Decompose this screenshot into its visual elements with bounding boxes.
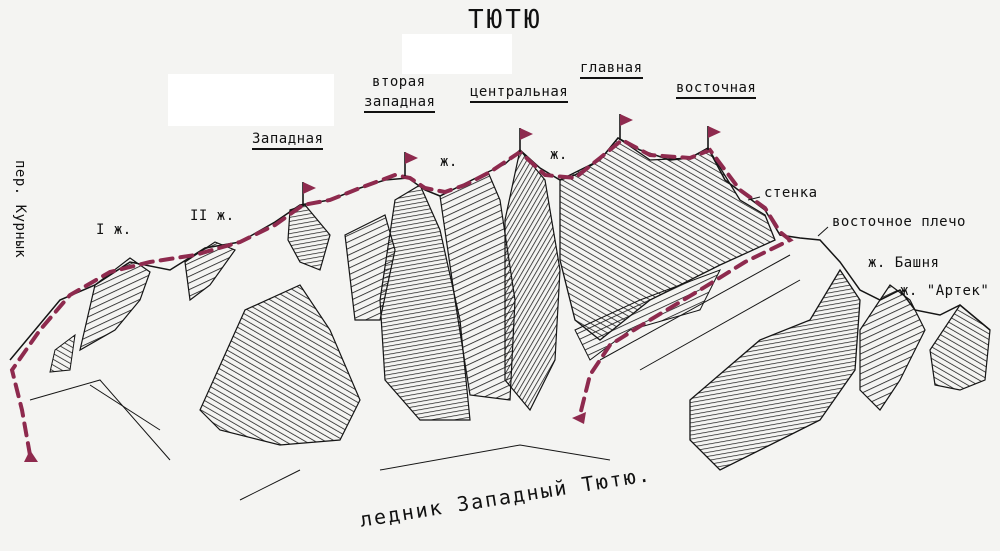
label-tower2: II ж. (190, 208, 235, 224)
label-tower-bashnya: ж. Башня (868, 255, 940, 271)
leader-line (747, 196, 761, 201)
label-tower1: I ж. (96, 222, 132, 238)
label-gendarme-b: ж. (550, 147, 568, 163)
label-main: главная (580, 60, 643, 79)
page-title: ТЮТЮ (468, 5, 543, 35)
glacier-lines (29, 254, 801, 501)
label-left-vertical: пер. Курнык (12, 160, 28, 259)
label-western: Западная (252, 131, 324, 150)
blank-patch (168, 74, 334, 126)
summit-flag-icon (619, 114, 633, 140)
route-arrow-icon (572, 412, 586, 424)
blank-patch (402, 34, 512, 74)
summit-flag-icon (519, 128, 533, 152)
label-gendarme-a: ж. (440, 154, 458, 170)
summit-flag-icon (707, 126, 721, 150)
label-east-shoulder: восточное плечо (832, 214, 966, 230)
leader-line (817, 226, 829, 237)
label-second-western-2: западная (364, 94, 436, 113)
label-second-western-1: вторая (372, 74, 426, 90)
label-tower-artek: ж. "Артек" (900, 283, 990, 299)
route-line (9, 137, 794, 457)
label-central: центральная (470, 84, 569, 103)
rock-faces (49, 137, 991, 471)
summit-flag-icon (404, 152, 418, 176)
label-eastern: восточная (676, 80, 757, 99)
summit-flag-icon (302, 182, 316, 205)
route-arrow-icon (24, 450, 38, 462)
label-wall: стенка (764, 185, 818, 201)
